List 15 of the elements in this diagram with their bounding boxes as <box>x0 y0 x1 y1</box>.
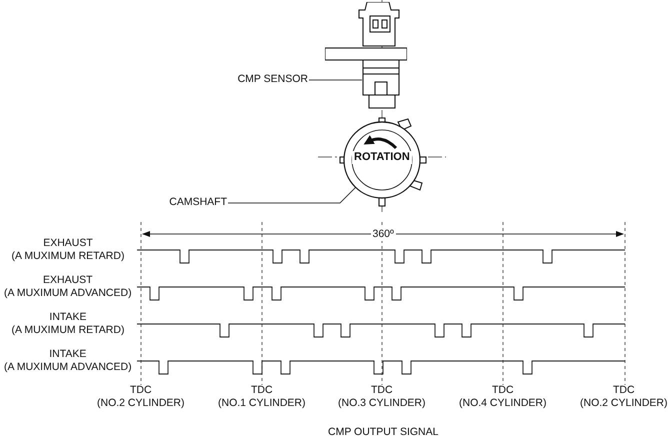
part-label: CMP SENSOR <box>228 73 308 87</box>
tdc-label: TDC (NO.2 CYLINDER) <box>97 384 185 410</box>
sensor-drawing <box>325 2 407 110</box>
rotation-label: ROTATION <box>352 151 412 164</box>
tdc-label: TDC (NO.2 CYLINDER) <box>580 384 668 410</box>
tdc-label: TDC (NO.3 CYLINDER) <box>338 384 426 410</box>
signal-label: EXHAUST (A MUXIMUM ADVANCED) <box>4 274 132 300</box>
part-label: CAMSHAFT <box>165 196 227 210</box>
signal-label: EXHAUST (A MUXIMUM RETARD) <box>12 237 124 263</box>
caption: CMP OUTPUT SIGNAL <box>328 426 438 439</box>
signal-label: INTAKE (A MUXIMUM RETARD) <box>12 311 124 337</box>
dimension-label: 360º <box>370 228 396 241</box>
tdc-label: TDC (NO.4 CYLINDER) <box>459 384 547 410</box>
signal-label: INTAKE (A MUXIMUM ADVANCED) <box>4 348 132 374</box>
tdc-label: TDC (NO.1 CYLINDER) <box>218 384 306 410</box>
